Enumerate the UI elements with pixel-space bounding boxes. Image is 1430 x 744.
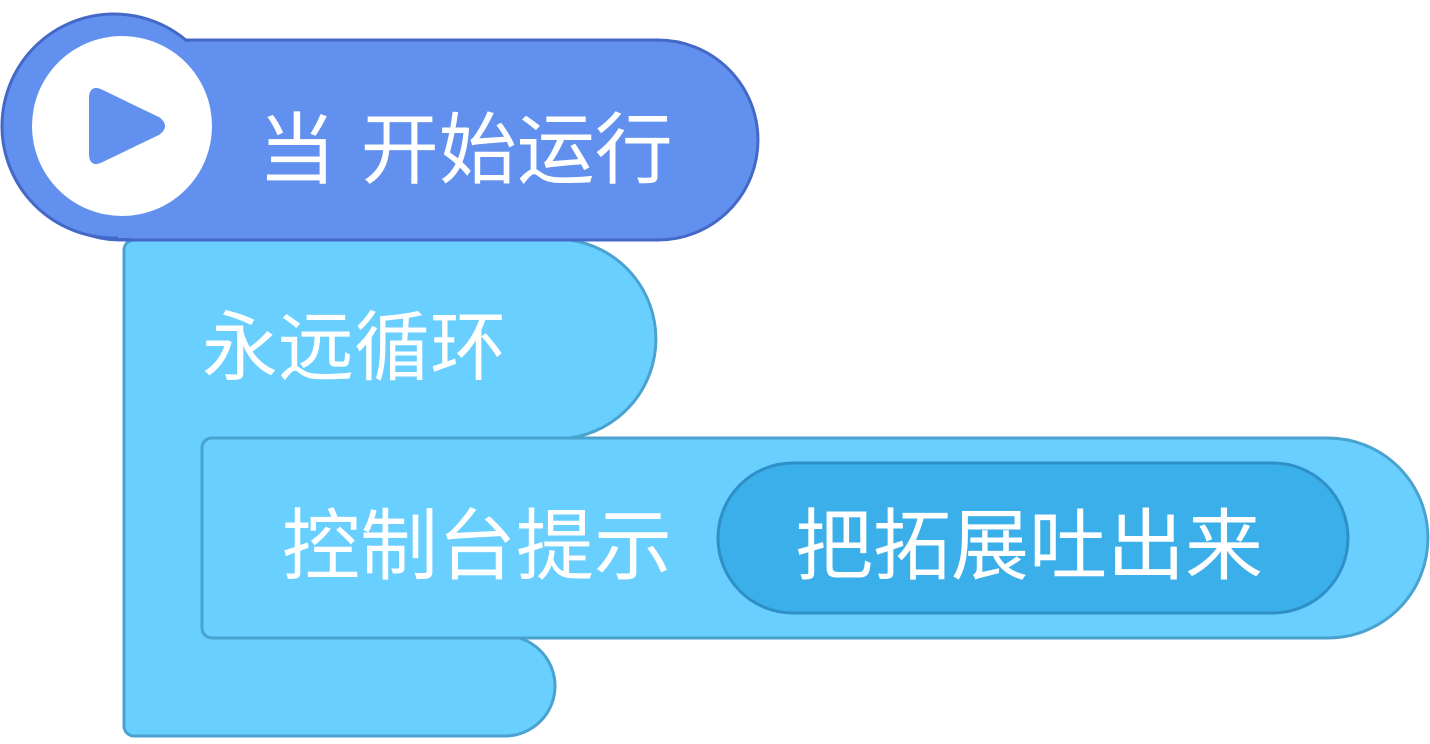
loop-block-label: 永远循环 [202,303,506,392]
statement-block-label: 控制台提示 [282,502,673,592]
play-icon [32,36,212,216]
say-argument-input[interactable] [716,461,1350,615]
hat-block-label: 当 开始运行 [258,106,673,196]
statement-argument-text[interactable]: 把拓展吐出来 [795,502,1264,592]
